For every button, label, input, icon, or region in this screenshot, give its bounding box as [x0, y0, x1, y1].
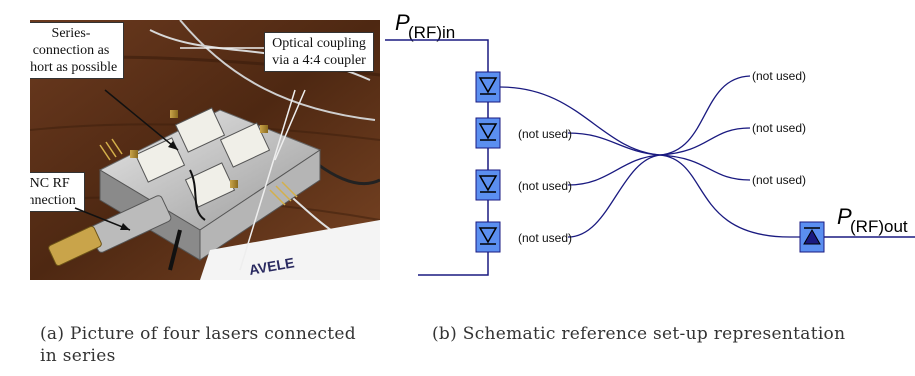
not-used-label-4: (not used)	[518, 231, 572, 245]
callout-arrows	[74, 47, 306, 271]
arrowhead-series	[168, 141, 178, 150]
output-detector	[799, 221, 825, 253]
diode-1	[475, 71, 501, 103]
callout-bnc-connection: BNC RF connection	[30, 172, 85, 212]
not-used-label-out-1: (not used)	[752, 69, 806, 83]
arrowhead-bnc	[120, 223, 130, 230]
caption-b: (b) Schematic reference set-up represent…	[432, 324, 846, 344]
output-label-p: P	[837, 204, 852, 229]
schematic: P (RF)in (not used) (not used) (no	[385, 10, 915, 276]
input-label-p: P	[395, 10, 410, 35]
not-used-label-2: (not used)	[518, 127, 572, 141]
diode-2	[475, 117, 501, 149]
arrow-bnc	[74, 207, 131, 231]
not-used-label-3: (not used)	[518, 179, 572, 193]
diode-4	[475, 221, 501, 253]
arrow-optical-3	[274, 89, 306, 161]
series-wire	[385, 39, 489, 276]
diode-3	[475, 169, 501, 201]
arrow-optical-2	[239, 89, 296, 271]
caption-a: (a) Picture of four lasers connected in …	[40, 324, 356, 366]
svg-text:AVELE: AVELE	[248, 254, 296, 278]
laser-photo: AVELE Series-connection as short as poss…	[30, 20, 380, 280]
coupler-fibers-right	[659, 75, 800, 238]
callout-optical-coupling: Optical coupling via a 4:4 coupler	[264, 32, 374, 72]
not-used-label-out-3: (not used)	[752, 173, 806, 187]
arrow-series	[104, 89, 179, 151]
not-used-label-out-2: (not used)	[752, 121, 806, 135]
coupler-fibers-left	[499, 86, 661, 238]
output-label-sub: (RF)out	[850, 217, 908, 236]
input-label-sub: (RF)in	[408, 23, 455, 42]
callout-series-connection: Series-connection as short as possible	[30, 22, 124, 79]
